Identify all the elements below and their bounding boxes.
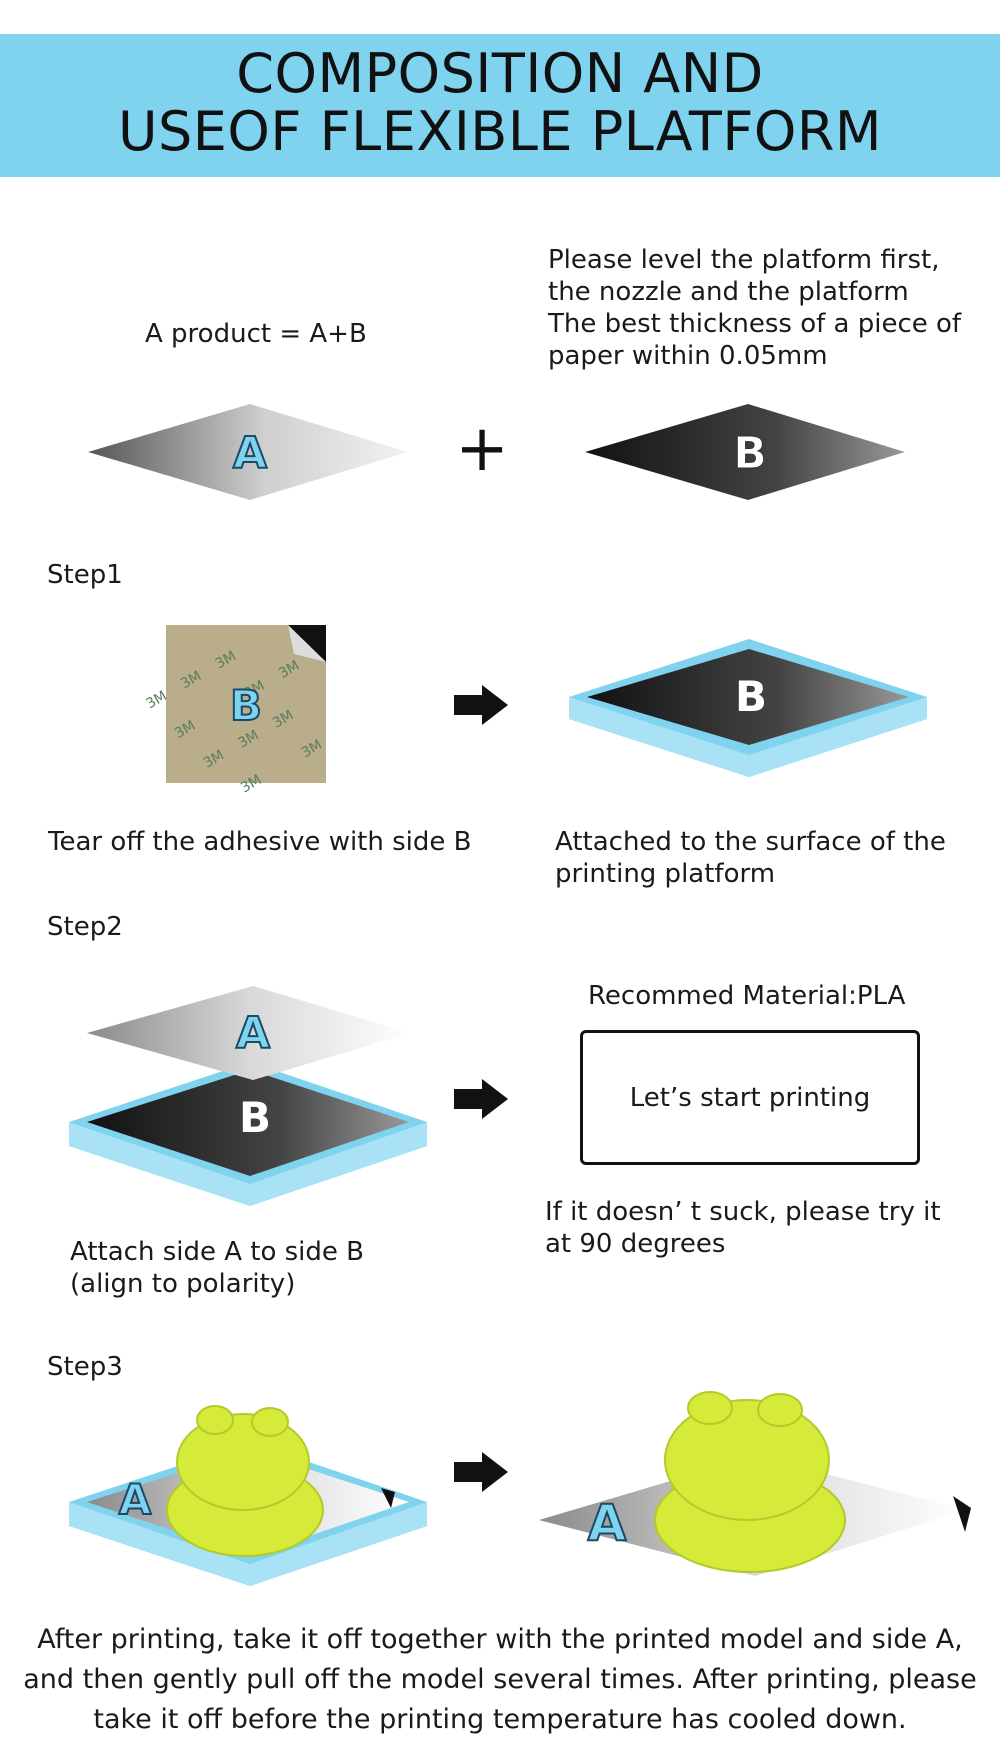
model-a-label: A (119, 1475, 152, 1524)
step2-left-caption: Attach side A to side B (align to polari… (70, 1237, 365, 1299)
title-line-1: COMPOSITION AND (236, 42, 764, 105)
step2-right-caption: If it doesn’ t suck, please try it at 90… (545, 1197, 941, 1259)
level-note: Please level the platform first, the noz… (548, 245, 962, 371)
final-line-3: take it off before the printing temperat… (93, 1704, 907, 1735)
step2-title: Step2 (47, 912, 123, 942)
sheet-b-label: B (733, 428, 767, 479)
stack-a-label: A (236, 1008, 270, 1059)
sticker-label-b: B (230, 681, 262, 730)
model-removed-with-sheet-a: A (539, 1391, 971, 1576)
model-frog-large (654, 1391, 846, 1573)
recommended-material: Recommed Material:PLA (588, 981, 906, 1011)
right-arrow-icon (454, 1079, 508, 1119)
sheet-a (88, 404, 408, 500)
printed-model-on-platform: A (69, 1405, 427, 1586)
start-printing-button[interactable]: Let’s start printing (580, 1030, 920, 1165)
sticker-text: 3M (144, 688, 170, 712)
sheet-a-peeled-label: A (588, 1494, 627, 1552)
intro-sheets: A + B (88, 404, 905, 500)
stacking-a-on-b: B A (69, 986, 427, 1206)
final-line-1: After printing, take it off together wit… (37, 1624, 963, 1655)
sheet-b (585, 404, 905, 500)
step3-title: Step3 (47, 1352, 123, 1382)
start-printing-label: Let’s start printing (629, 1082, 871, 1113)
platform-with-b: B (569, 639, 927, 777)
product-formula: A product = A+B (145, 319, 367, 349)
title-banner: COMPOSITION AND USEOF FLEXIBLE PLATFORM (0, 34, 1000, 177)
plus-icon: + (455, 412, 509, 486)
adhesive-sticker: 3M 3M 3M 3M 3M 3M 3M 3M 3M 3M 3M B (144, 625, 326, 796)
step1-right-caption: Attached to the surface of the printing … (555, 827, 946, 889)
model-frog (166, 1405, 324, 1557)
stack-b-label: B (239, 1093, 271, 1142)
step1-left-caption: Tear off the adhesive with side B (48, 827, 472, 857)
final-line-2: and then gently pull off the model sever… (23, 1664, 977, 1695)
right-arrow-icon (454, 1452, 508, 1492)
platform-b-label: B (735, 672, 767, 721)
sheet-a-label: A (233, 428, 267, 479)
title-line-2: USEOF FLEXIBLE PLATFORM (117, 100, 883, 163)
step1-title: Step1 (47, 560, 123, 590)
final-instructions: After printing, take it off together wit… (0, 1620, 1000, 1740)
right-arrow-icon (454, 685, 508, 725)
